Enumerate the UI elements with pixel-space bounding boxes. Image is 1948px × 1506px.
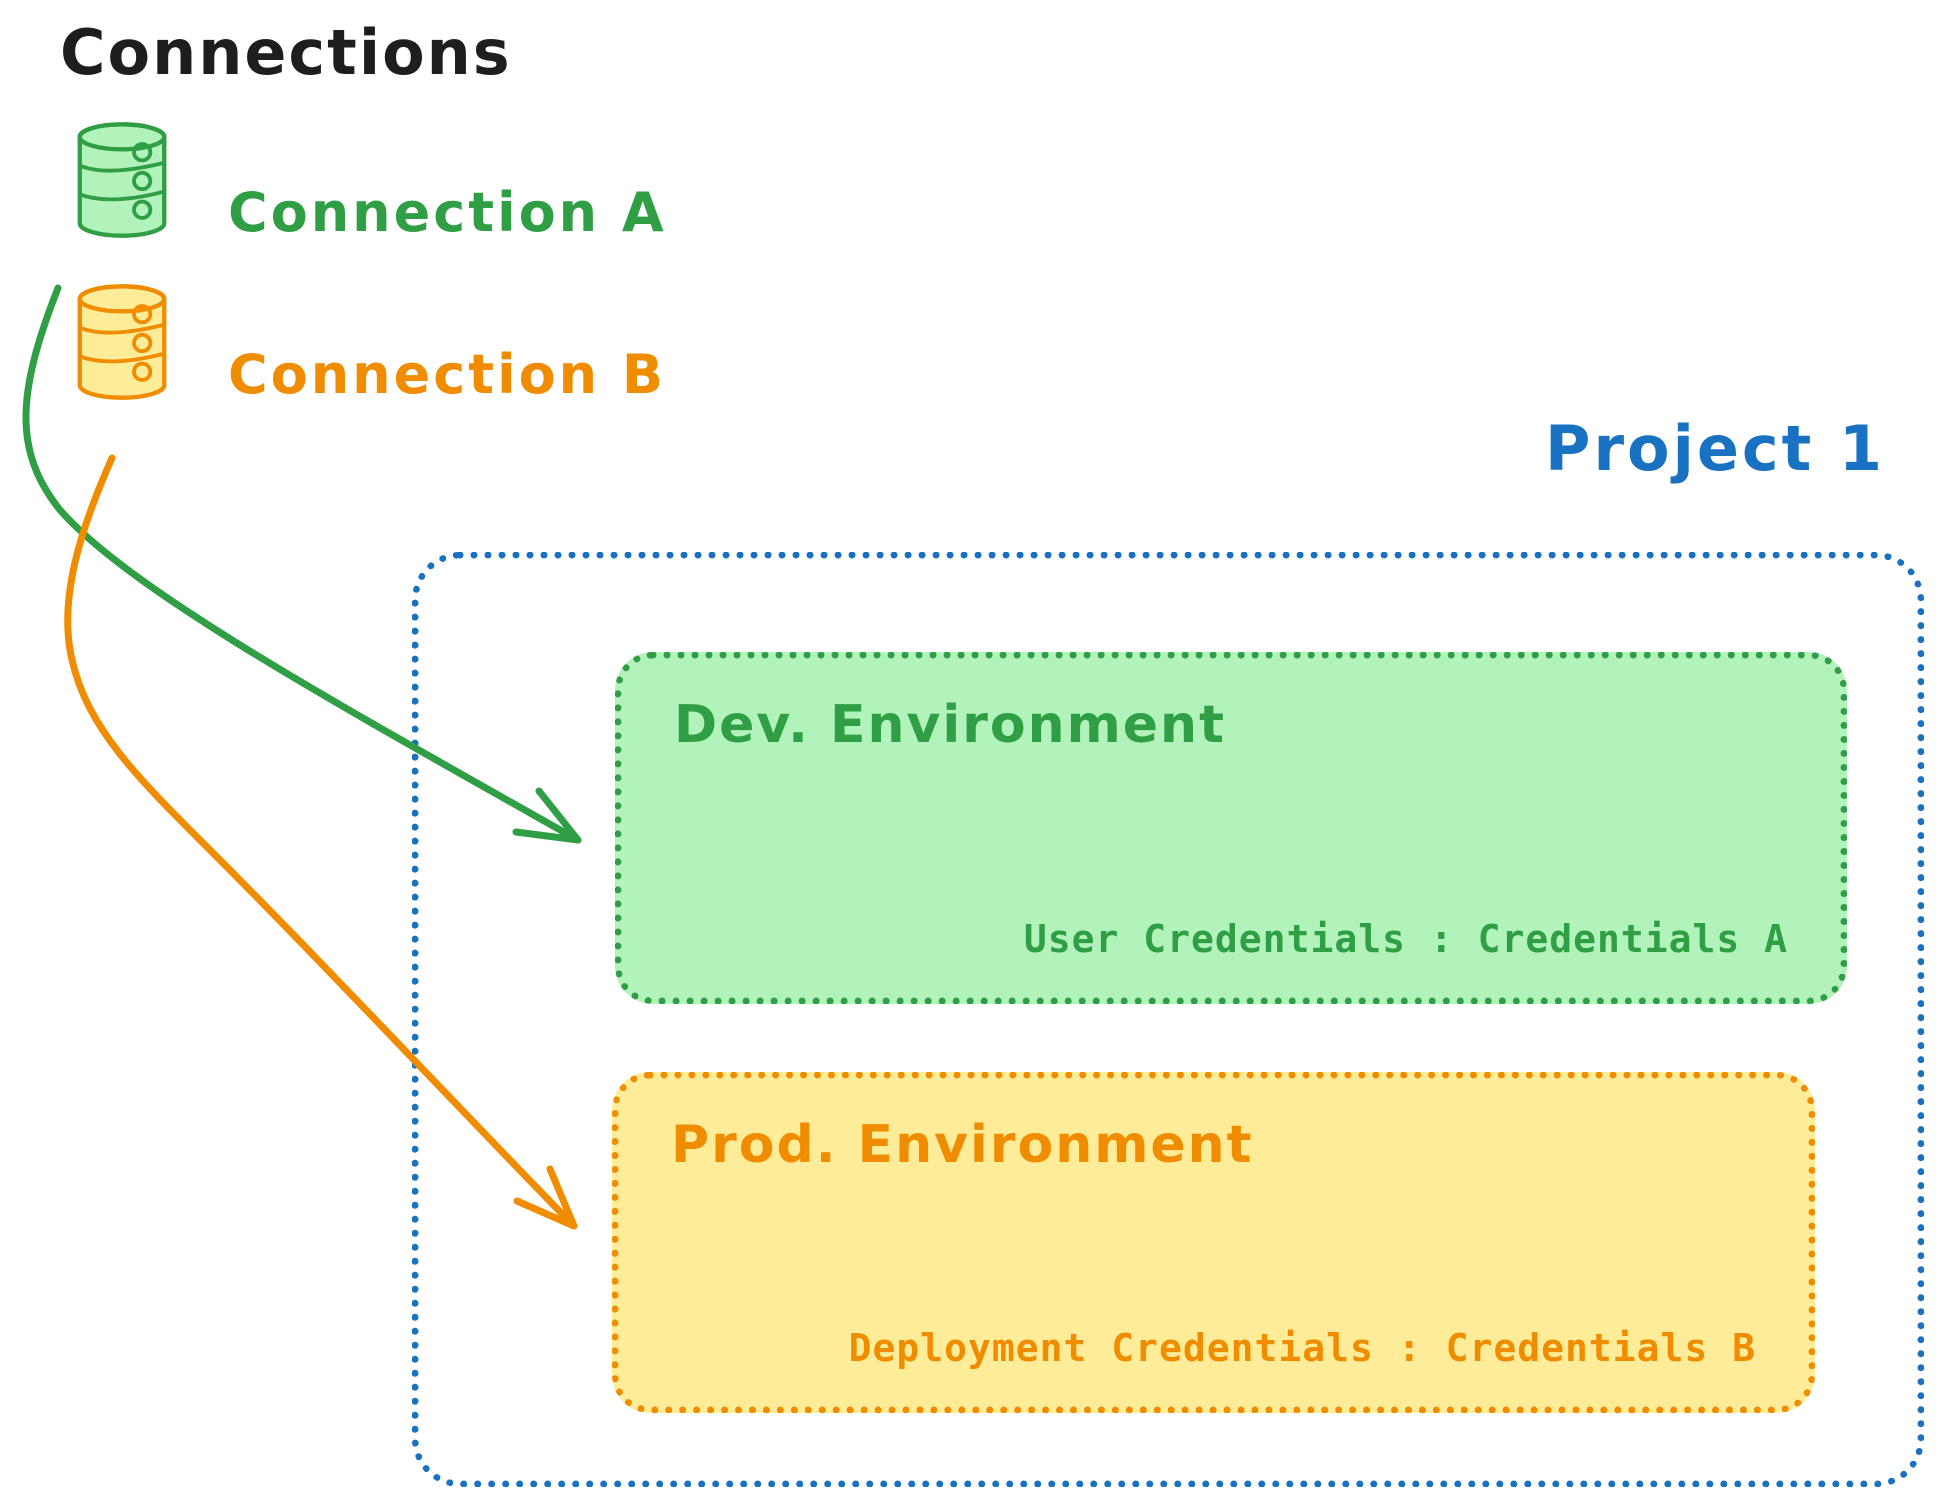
dev-environment-box: Dev. Environment User Credentials : Cred… bbox=[615, 652, 1847, 1004]
dev-environment-credentials: User Credentials : Credentials A bbox=[1023, 917, 1788, 961]
prod-environment-credentials: Deployment Credentials : Credentials B bbox=[848, 1326, 1756, 1370]
connection-a-label: Connection A bbox=[228, 181, 667, 244]
prod-environment-box: Prod. Environment Deployment Credentials… bbox=[612, 1072, 1815, 1413]
diagram-title: Connections bbox=[60, 16, 512, 89]
connection-b-label: Connection B bbox=[228, 343, 667, 406]
prod-environment-title: Prod. Environment bbox=[671, 1115, 1254, 1175]
dev-environment-title: Dev. Environment bbox=[674, 695, 1226, 755]
project-title: Project 1 bbox=[1545, 412, 1886, 485]
database-icon bbox=[77, 284, 167, 400]
database-icon bbox=[77, 122, 167, 238]
